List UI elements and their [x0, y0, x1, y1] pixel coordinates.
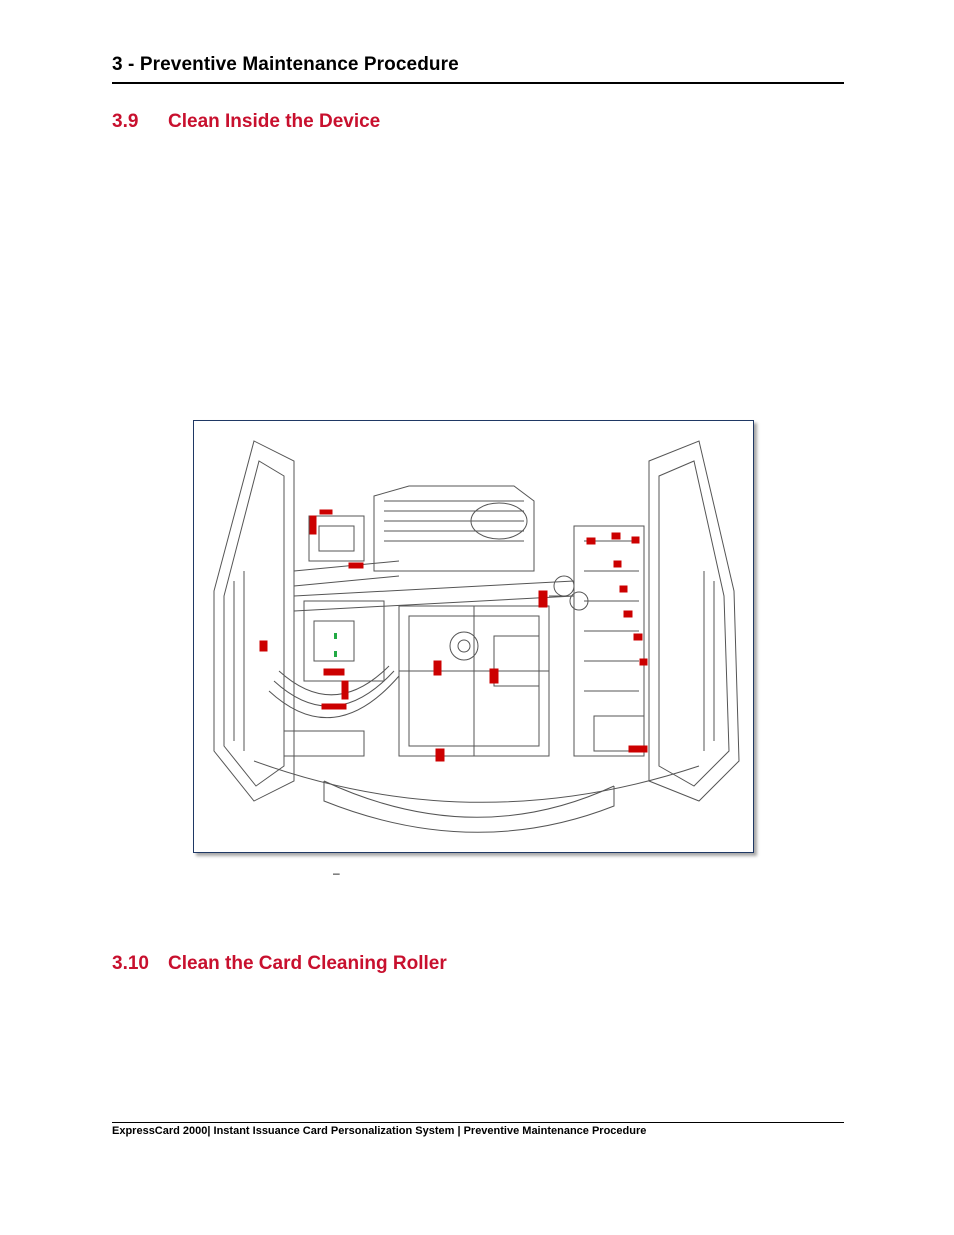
- section-number: 3.9: [112, 111, 139, 132]
- section-number: 3.10: [112, 953, 149, 974]
- section-title: Clean the Card Cleaning Roller: [168, 953, 447, 974]
- chapter-header-rule: [112, 82, 844, 84]
- section-heading-3-10: 3.10 Clean the Card Cleaning Roller: [112, 953, 447, 975]
- figure-caption: –: [333, 866, 340, 880]
- section-title: Clean Inside the Device: [168, 111, 381, 132]
- device-interior-illustration: [213, 440, 740, 833]
- device-interior-figure: [193, 420, 754, 853]
- footer-rule: [112, 1122, 844, 1123]
- chapter-header: 3 - Preventive Maintenance Procedure: [112, 54, 459, 75]
- section-heading-3-9: 3.9 Clean Inside the Device: [112, 111, 380, 133]
- page-footer: ExpressCard 2000| Instant Issuance Card …: [112, 1125, 647, 1137]
